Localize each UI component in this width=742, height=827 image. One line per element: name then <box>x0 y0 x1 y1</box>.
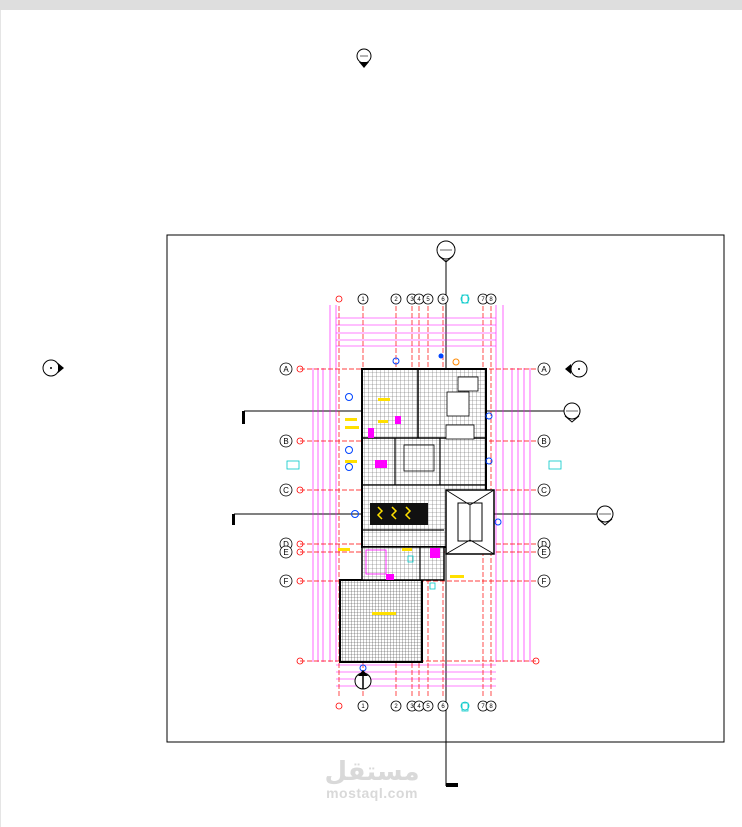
watermark-latin: mostaql.com <box>326 785 418 801</box>
section-line-lower <box>232 505 614 526</box>
dimension-lines <box>312 305 531 687</box>
svg-text:4: 4 <box>417 297 421 303</box>
grid-bubble-C: C C <box>279 483 551 497</box>
grid-bubbles-cols: 1 1 2 2 3 3 4 4 5 5 6 6 7 7 8 8 <box>335 293 497 712</box>
elevation-marker-top <box>356 48 372 68</box>
svg-text:E: E <box>541 548 546 557</box>
svg-text:1: 1 <box>361 704 365 710</box>
svg-text:2: 2 <box>394 297 398 303</box>
svg-text:8: 8 <box>489 297 493 303</box>
grid-bubble-E: E E <box>279 545 551 559</box>
svg-text:F: F <box>284 577 289 586</box>
grid-bubble-A: A A <box>279 362 551 376</box>
furniture-blocks <box>365 444 435 575</box>
grid-bubble-F: F F <box>279 574 551 588</box>
elevation-marker-right <box>565 360 588 378</box>
svg-text:7: 7 <box>481 704 485 710</box>
svg-text:B: B <box>283 437 288 446</box>
svg-text:4: 4 <box>417 704 421 710</box>
svg-text:D: D <box>283 540 289 549</box>
interior-walls <box>362 369 486 580</box>
watermark: مستقل mostaql.com <box>312 758 432 800</box>
svg-text:F: F <box>542 577 547 586</box>
svg-text:5: 5 <box>426 297 430 303</box>
svg-text:2: 2 <box>394 704 398 710</box>
svg-text:6: 6 <box>441 297 445 303</box>
svg-text:6: 6 <box>441 704 445 710</box>
svg-text:C: C <box>283 486 289 495</box>
svg-text:1: 1 <box>361 297 365 303</box>
window-top-bar <box>0 0 742 10</box>
grid-bubble-col-2: 2 2 <box>390 293 402 712</box>
section-marker-bottom <box>354 670 372 690</box>
svg-text:A: A <box>283 365 289 374</box>
annotation-marks <box>286 294 562 712</box>
svg-text:A: A <box>541 365 547 374</box>
svg-text:C: C <box>541 486 547 495</box>
svg-text:3: 3 <box>410 297 414 303</box>
svg-text:3: 3 <box>410 704 414 710</box>
grid-bubble-col-5: 5 5 <box>422 293 434 712</box>
grid-bubbles-rows: A A B B C C D D E E F F <box>279 362 551 665</box>
svg-text:8: 8 <box>489 704 493 710</box>
svg-text:5: 5 <box>426 704 430 710</box>
svg-text:E: E <box>283 548 288 557</box>
grid-bubble-col-8: 8 8 <box>485 293 497 712</box>
grid-bubble-col-6: 6 6 <box>437 293 449 712</box>
elevation-marker-left <box>42 359 64 377</box>
svg-text:7: 7 <box>481 297 485 303</box>
grid-bubble-B: B B <box>279 434 551 448</box>
svg-text:D: D <box>541 540 547 549</box>
left-border <box>0 10 1 827</box>
svg-text:B: B <box>541 437 546 446</box>
watermark-arabic: مستقل <box>324 757 420 787</box>
grid-bubble-col-1: 1 1 <box>357 293 369 712</box>
